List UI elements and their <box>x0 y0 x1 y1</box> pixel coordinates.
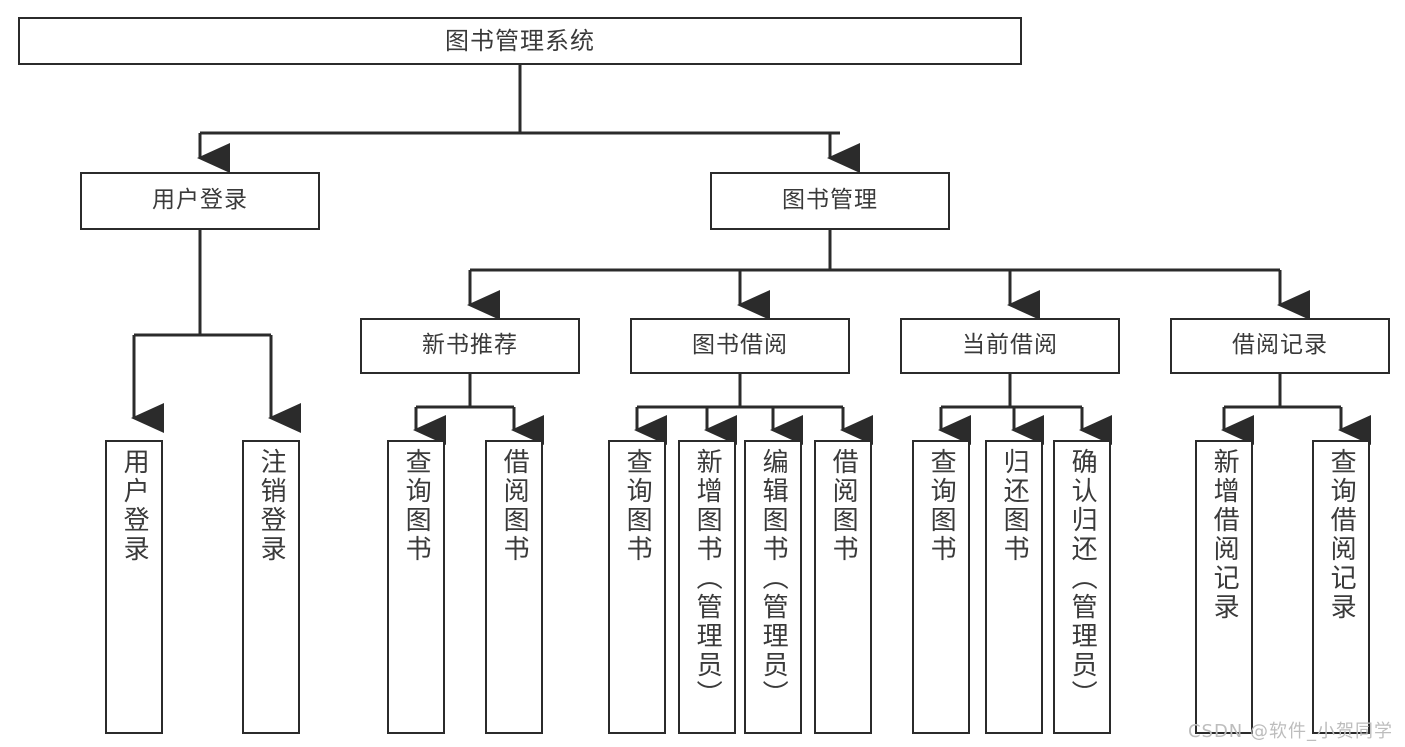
node-leaf-user-login[interactable]: 用户登录 <box>105 440 163 734</box>
node-current-borrow[interactable]: 当前借阅 <box>900 318 1120 374</box>
node-leaf-edit-book-label: 编辑图书（管理员） <box>758 448 789 709</box>
node-leaf-query-book-1[interactable]: 查询图书 <box>387 440 445 734</box>
node-leaf-add-record[interactable]: 新增借阅记录 <box>1195 440 1253 734</box>
node-book-manage-label: 图书管理 <box>782 187 878 214</box>
node-leaf-query-book-3-label: 查询图书 <box>926 448 957 564</box>
node-leaf-user-logout[interactable]: 注销登录 <box>242 440 300 734</box>
node-leaf-add-book-label: 新增图书（管理员） <box>692 448 723 709</box>
node-leaf-query-book-2[interactable]: 查询图书 <box>608 440 666 734</box>
node-leaf-return-book[interactable]: 归还图书 <box>985 440 1043 734</box>
node-user-login-label: 用户登录 <box>152 187 248 214</box>
node-leaf-query-book-2-label: 查询图书 <box>622 448 653 564</box>
node-leaf-query-record-label: 查询借阅记录 <box>1326 448 1357 622</box>
node-new-book-recommend-label: 新书推荐 <box>422 332 518 359</box>
node-leaf-add-record-label: 新增借阅记录 <box>1209 448 1240 622</box>
node-leaf-borrow-book-1-label: 借阅图书 <box>499 448 530 564</box>
node-borrow-record[interactable]: 借阅记录 <box>1170 318 1390 374</box>
node-leaf-return-book-label: 归还图书 <box>999 448 1030 564</box>
node-leaf-query-book-3[interactable]: 查询图书 <box>912 440 970 734</box>
node-leaf-borrow-book-1[interactable]: 借阅图书 <box>485 440 543 734</box>
node-leaf-edit-book[interactable]: 编辑图书（管理员） <box>744 440 802 734</box>
node-root[interactable]: 图书管理系统 <box>18 17 1022 65</box>
node-borrow-record-label: 借阅记录 <box>1232 332 1328 359</box>
node-user-login[interactable]: 用户登录 <box>80 172 320 230</box>
node-new-book-recommend[interactable]: 新书推荐 <box>360 318 580 374</box>
watermark: CSDN @软件_小贺同学 <box>1187 721 1393 742</box>
node-leaf-confirm-return[interactable]: 确认归还（管理员） <box>1053 440 1111 734</box>
node-current-borrow-label: 当前借阅 <box>962 332 1058 359</box>
node-leaf-user-logout-label: 注销登录 <box>256 448 287 564</box>
node-book-borrow-label: 图书借阅 <box>692 332 788 359</box>
node-leaf-borrow-book-2-label: 借阅图书 <box>828 448 859 564</box>
node-book-borrow[interactable]: 图书借阅 <box>630 318 850 374</box>
node-leaf-add-book[interactable]: 新增图书（管理员） <box>678 440 736 734</box>
node-book-manage[interactable]: 图书管理 <box>710 172 950 230</box>
node-leaf-query-book-1-label: 查询图书 <box>401 448 432 564</box>
node-leaf-user-login-label: 用户登录 <box>119 448 150 564</box>
node-leaf-query-record[interactable]: 查询借阅记录 <box>1312 440 1370 734</box>
node-leaf-borrow-book-2[interactable]: 借阅图书 <box>814 440 872 734</box>
node-root-label: 图书管理系统 <box>445 26 595 55</box>
node-leaf-confirm-return-label: 确认归还（管理员） <box>1067 448 1098 709</box>
